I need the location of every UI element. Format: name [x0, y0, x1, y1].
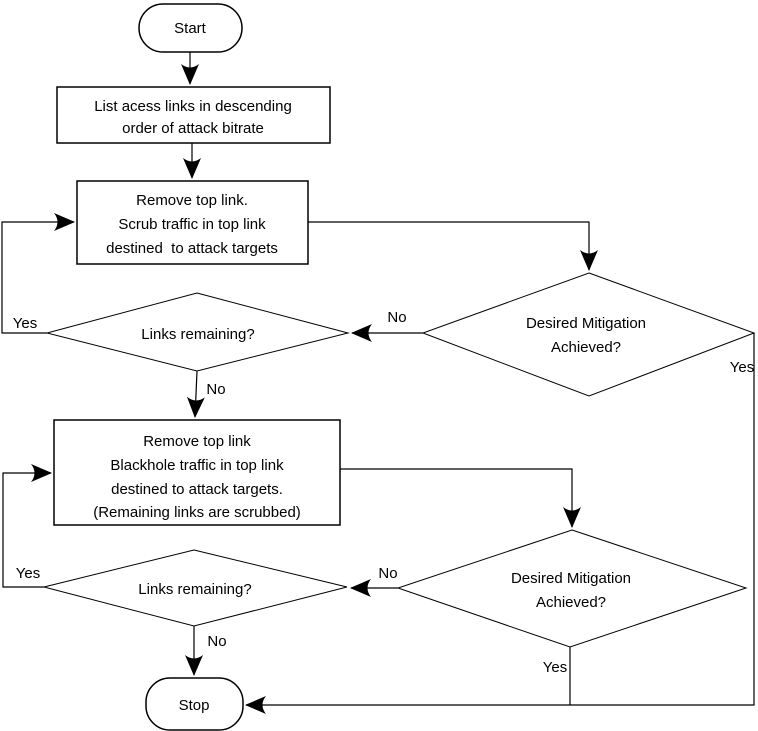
- scrub-line-3: destined to attack targets: [106, 240, 278, 257]
- blackhole-line-2: Blackhole traffic in top link: [110, 457, 284, 474]
- list-links-line-1: List acess links in descending: [94, 98, 292, 115]
- edge-mitigation1-yes-to-stop: [245, 333, 755, 714]
- edge-blackhole-to-mitigation2: [340, 468, 581, 528]
- list-links-box: [56, 86, 331, 144]
- mitigation1-line-2: Achieved?: [551, 339, 621, 356]
- links1-yes-label: Yes: [13, 315, 37, 332]
- start-node: [138, 3, 243, 53]
- mitigation2-yes-label: Yes: [543, 659, 567, 676]
- start-label: Start: [174, 20, 207, 37]
- links1-no-label: No: [206, 381, 225, 398]
- edge-scrub-to-mitigation1: [308, 221, 598, 271]
- links2-no-label: No: [207, 633, 226, 650]
- links2-label: Links remaining?: [138, 581, 251, 598]
- edge-links1-yes-to-scrub: [1, 213, 75, 334]
- stop-node: [145, 677, 244, 731]
- stop-label: Stop: [179, 697, 210, 714]
- mitigation2-line-2: Achieved?: [536, 594, 606, 611]
- edge-links2-yes-to-blackhole: [2, 464, 52, 588]
- links1-diamond: [45, 292, 350, 372]
- mitigation1-line-1: Desired Mitigation: [526, 315, 646, 332]
- blackhole-box: [53, 419, 341, 526]
- blackhole-line-4: (Remaining links are scrubbed): [93, 504, 301, 521]
- links1-label: Links remaining?: [141, 326, 254, 343]
- list-links-line-2: order of attack bitrate: [122, 120, 264, 137]
- blackhole-line-1: Remove top link: [143, 433, 251, 450]
- scrub-line-1: Remove top link.: [136, 192, 248, 209]
- mitigation1-diamond: [421, 272, 756, 397]
- blackhole-line-3: destined to attack targets.: [111, 481, 283, 498]
- links2-diamond: [43, 549, 348, 627]
- mitigation2-no-label: No: [378, 565, 397, 582]
- links2-yes-label: Yes: [16, 565, 40, 582]
- mitigation2-diamond: [396, 529, 748, 648]
- edge-links1-no-to-blackhole: [186, 370, 205, 418]
- mitigation2-line-1: Desired Mitigation: [511, 570, 631, 587]
- scrub-box: [76, 180, 309, 265]
- mitigation1-no-label: No: [387, 309, 406, 326]
- scrub-line-2: Scrub traffic in top link: [118, 216, 266, 233]
- mitigation1-yes-label: Yes: [730, 359, 754, 376]
